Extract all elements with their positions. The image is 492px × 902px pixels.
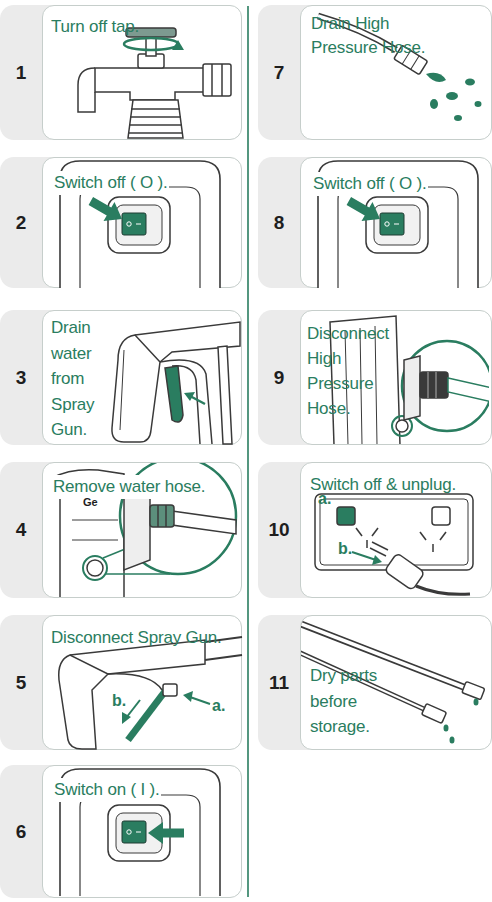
instruction-box: Disconnect High Pressure Hose.	[300, 310, 492, 445]
instruction-box: Switch on ( I ).	[42, 765, 242, 898]
step-number: 3	[0, 310, 42, 445]
step-instruction: Switch on ( I ).	[52, 778, 161, 802]
sub-step-letter: a.	[212, 697, 225, 715]
step-instruction: Drain water from Spray Gun.	[51, 315, 105, 443]
step-panel: Disconnect Spray Gun. 5	[0, 615, 242, 750]
step-number: 2	[0, 157, 42, 288]
step-number: 11	[258, 615, 300, 750]
column-divider	[247, 6, 249, 897]
step-panel: Dry parts before storage.11	[258, 615, 492, 750]
step-panel: Drain water from Spray Gun.3	[0, 310, 242, 445]
step-number: 9	[258, 310, 300, 445]
step-instruction: Switch off ( O ).	[311, 172, 428, 196]
step-panel: Disconnect High Pressure Hose.9	[258, 310, 492, 445]
step-panel: Turn off tap. 1	[0, 5, 242, 140]
step-number: 10	[258, 462, 300, 598]
instruction-box: Switch off ( O ).	[300, 157, 492, 288]
sub-step-letter: a.	[318, 490, 331, 508]
instruction-box: Turn off tap.	[42, 5, 242, 140]
step-panel: Switch off ( O ). 8	[258, 157, 492, 288]
step-panel: Switch on ( I ). 6	[0, 765, 242, 898]
instruction-box: Drain High Pressure Hose.	[300, 5, 492, 140]
step-number: 7	[258, 5, 300, 140]
step-number: 8	[258, 157, 300, 288]
sub-step-letter: b.	[338, 540, 352, 558]
brand-text: Ge	[83, 496, 98, 508]
step-number: 1	[0, 5, 42, 140]
step-number: 5	[0, 615, 42, 750]
step-instruction: Disconnect Spray Gun.	[51, 626, 222, 650]
step-number: 4	[0, 462, 42, 598]
step-instruction: Dry parts before storage.	[310, 663, 390, 740]
step-number: 6	[0, 765, 42, 898]
instruction-box: Switch off ( O ).	[42, 157, 242, 288]
step-instruction: Switch off ( O ).	[52, 171, 169, 195]
step-instruction: Drain High Pressure Hose.	[311, 12, 439, 60]
step-instruction: Switch off & unplug.	[310, 473, 456, 497]
instruction-box: Remove water hose.	[42, 462, 242, 598]
sub-step-letter: b.	[112, 692, 126, 710]
instruction-box: Dry parts before storage.	[300, 615, 492, 750]
step-instruction: Disconnect High Pressure Hose.	[307, 321, 401, 421]
instruction-box: Switch off & unplug.	[300, 462, 492, 598]
step-panel: Switch off & unplug. 10	[258, 462, 492, 598]
step-panel: Switch off ( O ). 2	[0, 157, 242, 288]
instruction-box: Disconnect Spray Gun.	[42, 615, 242, 750]
instruction-box: Drain water from Spray Gun.	[42, 310, 242, 445]
step-instruction: Turn off tap.	[51, 15, 139, 39]
step-panel: Remove water hose. 4	[0, 462, 242, 598]
step-panel: Drain High Pressure Hose.7	[258, 5, 492, 140]
step-instruction: Remove water hose.	[51, 475, 207, 499]
